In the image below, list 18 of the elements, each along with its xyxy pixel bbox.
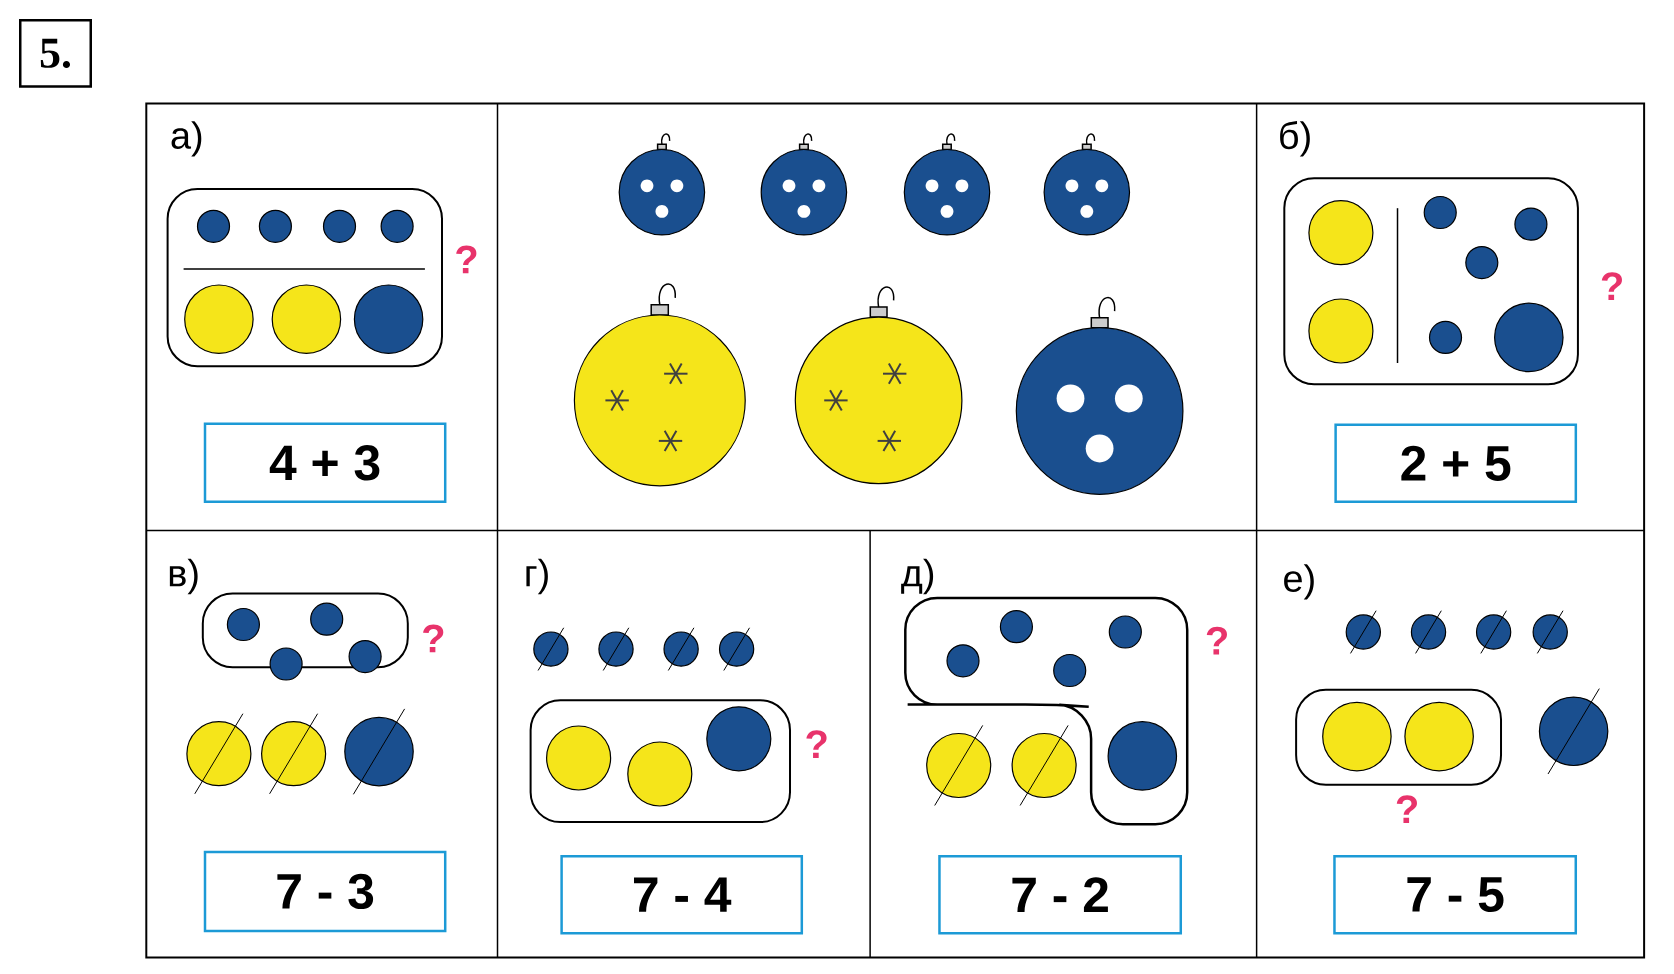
exercise-number: 5. [19,19,92,88]
panel-letter: е) [1284,564,1314,600]
panel-letter: д) [901,558,934,595]
question-mark: ? [1601,272,1622,300]
question-mark: ? [456,245,477,274]
answer-box: 4 + 3 [203,422,447,503]
answer-box: 7 - 3 [203,850,447,933]
panel-letter: в) [169,558,198,595]
panel-letter: б) [1280,121,1310,157]
question-mark: ? [423,624,444,653]
panel-letter: г) [526,558,548,595]
question-mark: ? [806,730,827,758]
panel-letter: а) [171,121,202,157]
answer-box: 2 + 5 [1334,423,1578,503]
answer-box: 7 - 4 [560,855,804,935]
answer-box: 7 - 5 [1333,855,1577,935]
question-mark: ? [1206,626,1227,655]
answer-box: 7 - 2 [938,855,1182,935]
